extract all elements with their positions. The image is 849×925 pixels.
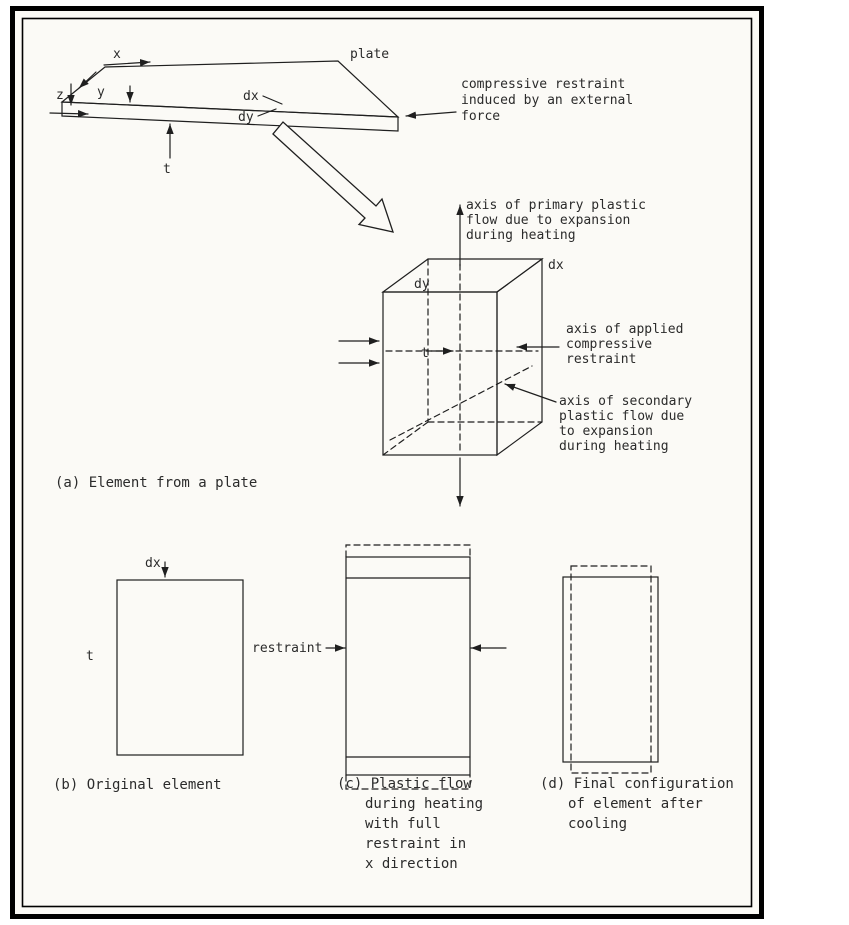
axis-y-label: y xyxy=(97,85,105,100)
applied-restraint-note-line: restraint xyxy=(566,352,636,367)
applied-restraint-note-line: compressive xyxy=(566,337,652,352)
external-restraint-note-line: induced by an external xyxy=(461,93,633,108)
frame-outer-border xyxy=(10,6,764,919)
panel-a: x z y t dx dy plate compressive restrain… xyxy=(49,47,692,507)
restraint-label: restraint xyxy=(252,641,322,656)
secondary-flow-note-line: to expansion xyxy=(559,424,653,439)
external-restraint-note-line: compressive restraint xyxy=(461,77,625,92)
axis-y-arrow xyxy=(78,71,97,89)
secondary-flow-note-line: axis of secondary xyxy=(559,394,692,409)
plate-thickness-label: t xyxy=(163,162,171,177)
plate-name-label: plate xyxy=(350,47,389,62)
element-dx-label: dx xyxy=(548,258,564,273)
caption-d-line: (d) Final configuration xyxy=(540,776,734,792)
box-hidden-edges xyxy=(382,258,543,456)
plate-front-face xyxy=(61,101,399,132)
caption-c-line: restraint in xyxy=(365,836,466,852)
applied-restraint-note-line: axis of applied xyxy=(566,322,683,337)
element-t-label: t xyxy=(421,346,429,361)
caption-c-line: x direction xyxy=(365,856,458,872)
left-restraint-arrow xyxy=(49,110,89,118)
caption-b: (b) Original element xyxy=(53,777,222,793)
caption-c-line: with full xyxy=(365,816,441,832)
original-element-rect xyxy=(116,579,244,756)
element-box: t dx dy xyxy=(338,204,564,507)
heated-dashed-top xyxy=(345,544,471,558)
frame-inner-border xyxy=(21,17,753,908)
heated-dashed-bottom xyxy=(345,774,471,790)
panel-b-dx-label: dx xyxy=(145,556,161,571)
secondary-flow-note-line: plastic flow due xyxy=(559,409,684,424)
caption-c-line: during heating xyxy=(365,796,483,812)
plate-dx-leader xyxy=(262,95,283,105)
axis-x-label: x xyxy=(113,47,121,62)
final-element-cooled-rect xyxy=(570,565,652,774)
panel-c: restraint (c) Plastic flow during heatin… xyxy=(252,544,507,872)
caption-a: (a) Element from a plate xyxy=(55,475,257,491)
secondary-axis-leader xyxy=(504,383,557,403)
caption-d-line: cooling xyxy=(568,816,627,832)
panel-b-t-label: t xyxy=(86,649,94,664)
secondary-axis xyxy=(389,365,533,441)
plate-dx-label: dx xyxy=(243,89,259,104)
caption-c-line: (c) Plastic flow xyxy=(337,776,472,792)
final-element-original-rect xyxy=(562,576,659,763)
plate-dy-leader xyxy=(257,108,277,117)
primary-flow-note-line: flow due to expansion xyxy=(466,213,630,228)
external-restraint-arrow xyxy=(405,111,457,119)
caption-d-line: of element after xyxy=(568,796,703,812)
external-restraint-note-line: force xyxy=(461,109,500,124)
element-dy-label: dy xyxy=(414,277,430,292)
panel-b: dx t (b) Original element xyxy=(53,556,244,793)
heated-element-outline xyxy=(345,556,471,776)
primary-flow-note-line: axis of primary plastic xyxy=(466,198,646,213)
axis-z-label: z xyxy=(56,88,64,103)
primary-flow-note-line: during heating xyxy=(466,228,576,243)
zoom-arrow xyxy=(272,121,394,233)
secondary-flow-note-line: during heating xyxy=(559,439,669,454)
plate-dy-label: dy xyxy=(238,110,254,125)
panel-d: (d) Final configuration of element after… xyxy=(540,565,734,832)
axis-x-arrow xyxy=(103,58,151,67)
